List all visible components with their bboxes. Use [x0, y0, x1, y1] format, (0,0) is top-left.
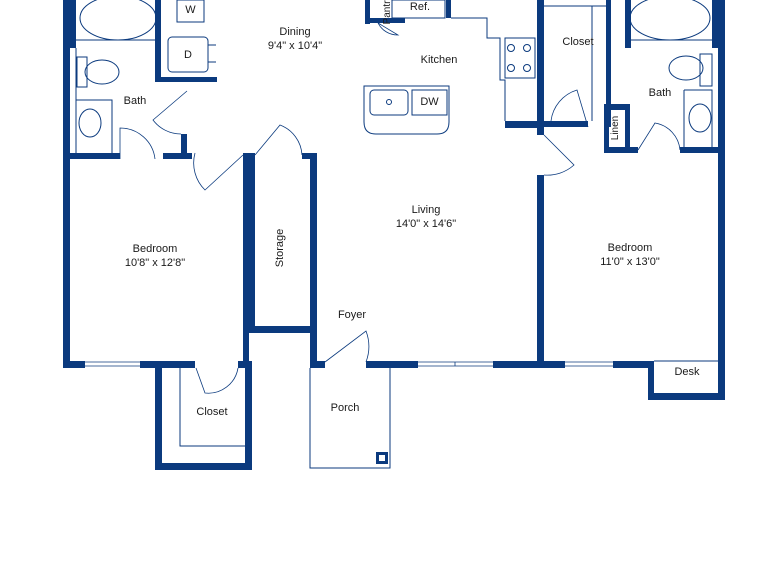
wall-bedroom-left-bottom-b	[140, 361, 195, 368]
wall-front-a	[310, 361, 325, 368]
pantry-label: Pantry	[381, 0, 395, 30]
toilet-tank-right	[699, 53, 713, 87]
range-icon	[504, 37, 536, 79]
living-label: Living 14'0" x 14'6"	[386, 203, 466, 231]
bath-left-name: Bath	[123, 95, 147, 107]
dining-name: Dining	[279, 26, 311, 38]
bath-right-label: Bath	[640, 86, 680, 100]
closet-bottom-label: Closet	[186, 405, 238, 419]
wall-linen	[604, 104, 628, 110]
toilet-tank-left	[76, 56, 88, 88]
wall-linen-bottom	[604, 147, 638, 153]
washer-label: W	[177, 3, 204, 17]
wall-storage-top	[302, 153, 317, 159]
wall-linen-right	[625, 104, 630, 153]
wall-closet-left	[155, 361, 162, 470]
refrigerator-label: Ref.	[400, 0, 440, 14]
wall-kitchen-counter	[505, 121, 544, 128]
closet-top-name: Closet	[562, 36, 594, 48]
wall-bedroom-left-bottom-a	[63, 361, 85, 368]
bedroom-left-size: 10'8" x 12'8"	[124, 257, 186, 269]
sink-right	[688, 103, 712, 133]
wall-right-outer	[718, 0, 725, 400]
island-sink	[369, 89, 409, 116]
wall-pantry-left	[365, 0, 370, 24]
bedroom-right-label: Bedroom 11'0" x 13'0"	[585, 241, 675, 269]
dining-size: 9'4" x 10'4"	[267, 40, 323, 52]
wall-bath-right-left	[625, 0, 631, 48]
wall-storage-left	[249, 153, 255, 333]
wall-living-right	[537, 0, 544, 135]
sink-left	[78, 108, 102, 138]
fixtures	[76, 0, 713, 464]
kitchen-label: Kitchen	[408, 53, 470, 67]
wall-bath-left-bottom-a	[63, 153, 120, 159]
wall-bath-right-tubwall	[712, 0, 718, 48]
doors	[119, 22, 681, 394]
interior-lines	[75, 0, 718, 469]
bath-right-name: Bath	[648, 87, 672, 99]
wall-bath-laundry	[155, 0, 161, 82]
wall-linen-left	[604, 104, 609, 153]
living-size: 14'0" x 14'6"	[395, 218, 457, 230]
bedroom-left-label: Bedroom 10'8" x 12'8"	[110, 242, 200, 270]
wall-bath-right-bottom	[680, 147, 725, 153]
bedroom-right-name: Bedroom	[607, 242, 653, 254]
porch-name: Porch	[330, 402, 360, 414]
bathtub-right	[629, 0, 711, 41]
wall-pantry-bottom	[365, 18, 405, 23]
dishwasher-label: DW	[412, 95, 447, 109]
wall-bath-left-bottom-b	[163, 153, 192, 159]
wall-closet-right-side	[606, 0, 611, 127]
wall-front-b	[366, 361, 418, 368]
closet-top-label: Closet	[552, 35, 604, 49]
dryer-label: D	[168, 48, 208, 62]
toilet-bowl-left	[84, 59, 120, 85]
porch-label: Porch	[322, 401, 368, 415]
wall-front-d	[613, 361, 653, 368]
kitchen-island	[363, 85, 450, 135]
bedroom-left-name: Bedroom	[132, 243, 178, 255]
wall-living-right-low	[537, 175, 544, 368]
wall-closet-right	[245, 361, 252, 470]
pantry-name: Pantry	[382, 0, 393, 25]
wall-left-outer	[63, 0, 70, 368]
foyer-label: Foyer	[330, 308, 374, 322]
wall-bath-left-right	[181, 134, 187, 159]
wall-laundry-bottom	[155, 77, 217, 82]
toilet-bowl-right	[668, 55, 704, 81]
dryer-text: D	[184, 49, 192, 61]
closet-bottom-name: Closet	[196, 406, 228, 418]
wall-bedroom-right-top	[544, 121, 588, 127]
walls	[63, 0, 725, 470]
wall-bedroom-left-right	[243, 153, 249, 368]
wall-bath-left-top	[70, 0, 76, 48]
kitchen-name: Kitchen	[420, 54, 458, 66]
dishwasher-text: DW	[420, 96, 439, 108]
living-name: Living	[411, 204, 441, 216]
bathtub-left	[79, 0, 157, 41]
bath-left-label: Bath	[115, 94, 155, 108]
storage-name: Storage	[274, 228, 286, 268]
wall-storage-right	[310, 153, 317, 368]
storage-label: Storage	[273, 220, 287, 276]
wall-desk-bottom	[648, 393, 725, 400]
refrigerator-text: Ref.	[409, 1, 431, 13]
bedroom-right-size: 11'0" x 13'0"	[600, 256, 660, 268]
desk-name: Desk	[674, 366, 700, 378]
foyer-name: Foyer	[337, 309, 367, 321]
wall-storage-bottom	[249, 326, 317, 333]
wall-ref-right	[446, 0, 451, 18]
wall-desk-left	[648, 361, 654, 400]
linen-name: Linen	[610, 115, 621, 141]
linen-label: Linen	[609, 108, 623, 148]
windows	[85, 361, 613, 367]
desk-label: Desk	[664, 365, 710, 379]
washer-text: W	[185, 4, 196, 16]
wall-closet-bottom	[155, 463, 252, 470]
wall-front-c	[493, 361, 565, 368]
dining-label: Dining 9'4" x 10'4"	[255, 25, 335, 53]
